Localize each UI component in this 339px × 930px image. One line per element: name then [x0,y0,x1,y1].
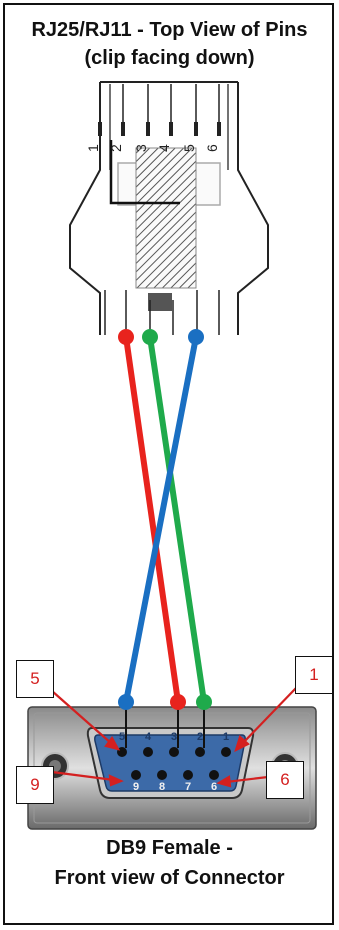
blue-wire [123,334,199,705]
rj-pin-lines [98,84,221,136]
db9-pin-4: 4 [145,731,152,743]
db9-pin-9: 9 [133,781,139,793]
db9-pin-5: 5 [119,731,125,743]
db9-bottom-pin-numbers: 9 8 7 6 [133,781,217,793]
red-wire-bottom-dot [170,694,186,710]
green-wire [147,334,207,705]
rj-pin-6: 6 [204,144,220,152]
db9-pin-7: 7 [185,781,191,793]
db9-pin-8: 8 [159,781,165,793]
green-wire-top-dot [142,329,158,345]
db9-sockets [117,747,231,780]
callout-pin-9: 9 [16,766,54,804]
rj-pin-3: 3 [133,144,149,152]
green-wire-bottom-dot [196,694,212,710]
rj-pin-5: 5 [181,144,197,152]
caption-line-1: DB9 Female - [106,837,233,859]
rj-pin-4: 4 [156,144,172,152]
rj-pin-1: 1 [85,144,101,152]
db9-pin-2: 2 [197,731,203,743]
rj-pin-numbers: 1 2 3 4 5 6 [85,144,220,152]
callout-pin-1: 1 [295,656,333,694]
db9-pin-3: 3 [171,731,177,743]
wires [118,329,212,710]
rj-pin-2: 2 [108,144,124,152]
db9-pin-6: 6 [211,781,217,793]
blue-wire-bottom-dot [118,694,134,710]
rj25-connector: 1 2 3 4 5 6 [69,81,269,335]
blue-wire-top-dot [188,329,204,345]
diagram-subtitle: (clip facing down) [84,47,255,69]
db9-pin-1: 1 [223,731,229,743]
db9-connector: 5 4 3 2 1 9 8 7 6 [27,706,317,830]
diagram-title: RJ25/RJ11 - Top View of Pins [31,19,308,41]
callout-pin-6: 6 [266,761,304,799]
caption-line-2: Front view of Connector [54,867,285,889]
db9-top-pin-numbers: 5 4 3 2 1 [119,731,229,743]
red-wire-top-dot [118,329,134,345]
callout-arrows [51,687,297,788]
red-wire [123,334,181,705]
callout-pin-5: 5 [16,660,54,698]
